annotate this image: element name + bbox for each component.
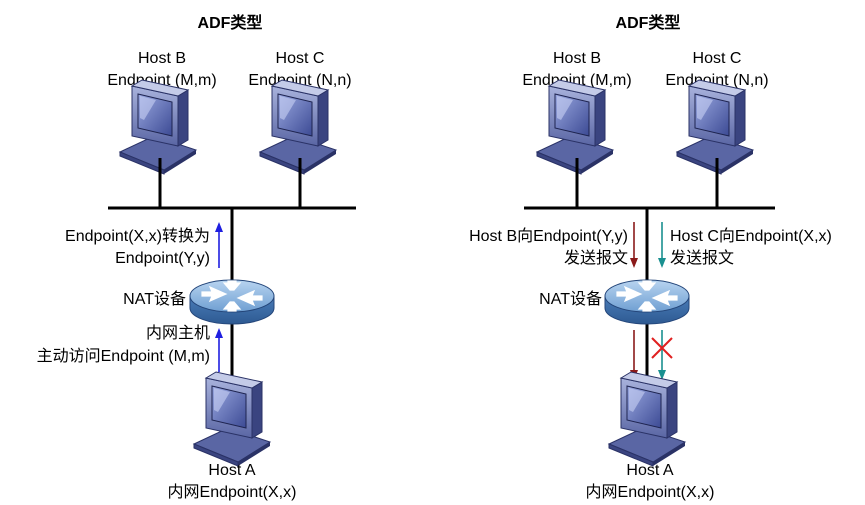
- blocked-cross-icon: [651, 337, 673, 359]
- left-host-a-pc-icon: [193, 371, 271, 467]
- right-c-send-line1: Host C向Endpoint(X,x): [670, 227, 832, 245]
- left-diagram: ADF类型 Host B Endpoint (M,m) Host C Endpo…: [37, 13, 356, 501]
- right-host-c-name: Host C: [693, 50, 742, 67]
- right-host-b-endpoint: Endpoint (M,m): [522, 72, 631, 89]
- left-nat-router-icon: [189, 279, 275, 325]
- right-c-send-line2: 发送报文: [670, 249, 734, 267]
- left-translate-line1: Endpoint(X,x)转换为: [65, 227, 210, 245]
- right-arrow-c-lower: [658, 330, 666, 380]
- left-title: ADF类型: [198, 13, 263, 32]
- left-host-b-pc-icon: [119, 79, 197, 175]
- right-diagram: ADF类型 Host B Endpoint (M,m) Host C Endpo…: [469, 13, 832, 501]
- left-host-c-pc-icon: [259, 79, 337, 175]
- right-arrow-c-upper: [658, 222, 666, 268]
- left-host-c-name: Host C: [276, 50, 325, 67]
- right-host-b-name: Host B: [553, 50, 601, 67]
- left-nat-label: NAT设备: [123, 290, 186, 308]
- right-host-a-name: Host A: [626, 462, 673, 479]
- right-nat-label: NAT设备: [539, 290, 602, 308]
- right-host-a-pc-icon: [608, 371, 686, 467]
- left-access-line2: 主动访问Endpoint (M,m): [37, 347, 210, 365]
- left-host-a-endpoint: 内网Endpoint(X,x): [168, 483, 297, 501]
- right-b-send-line2: 发送报文: [564, 249, 628, 267]
- left-access-line1: 内网主机: [146, 324, 210, 342]
- right-host-c-pc-icon: [676, 79, 754, 175]
- left-translate-line2: Endpoint(Y,y): [115, 250, 210, 267]
- left-arrow-upper: [215, 222, 223, 268]
- left-host-b-name: Host B: [138, 50, 186, 67]
- right-nat-router-icon: [604, 279, 690, 325]
- right-host-b-pc-icon: [536, 79, 614, 175]
- right-b-send-line1: Host B向Endpoint(Y,y): [469, 227, 628, 245]
- left-host-a-name: Host A: [208, 462, 255, 479]
- right-title: ADF类型: [616, 13, 681, 32]
- right-host-a-endpoint: 内网Endpoint(X,x): [586, 483, 715, 501]
- left-arrow-lower: [215, 328, 223, 372]
- right-arrow-b-upper: [630, 222, 638, 268]
